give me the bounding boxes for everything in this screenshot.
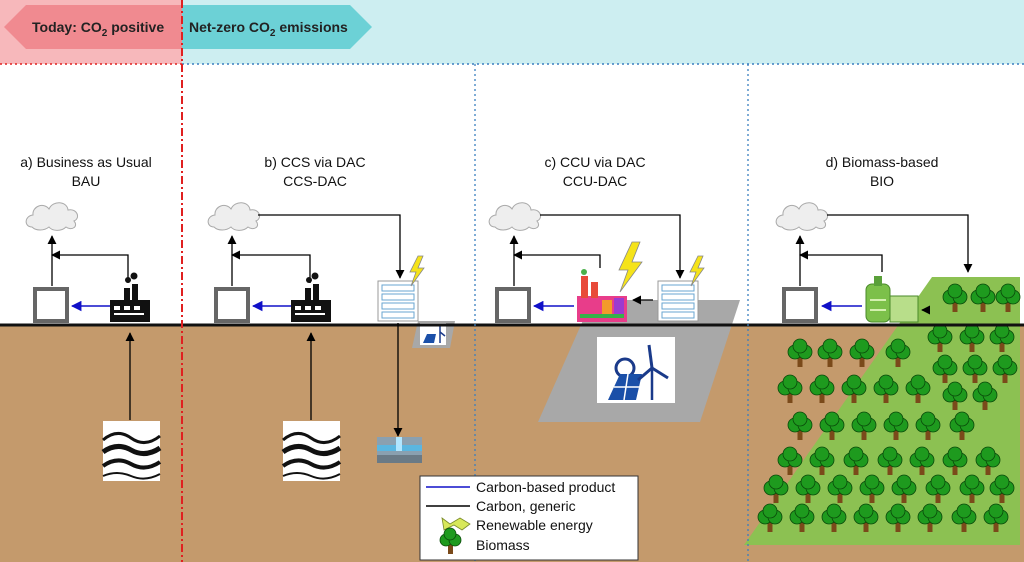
dac-unit-icon: [377, 280, 419, 322]
fossil-reservoir-icon: [101, 421, 162, 481]
solar-wind-icon-small: [420, 323, 446, 345]
scenario-a-code: BAU: [72, 173, 101, 189]
lightning-icon: [441, 517, 471, 531]
chemical-plant-icon: [577, 269, 627, 322]
scenario-c-code: CCU-DAC: [563, 173, 628, 189]
tree-icon: [877, 446, 903, 475]
tree-icon: [817, 338, 843, 367]
tree-icon: [757, 503, 783, 532]
tree-icon: [951, 503, 977, 532]
tree-icon: [942, 283, 968, 312]
tree-icon: [763, 474, 789, 503]
tree-icon: [975, 446, 1001, 475]
dac-unit-icon: [657, 280, 699, 322]
tree-icon: [983, 503, 1009, 532]
tree-icon: [851, 411, 877, 440]
netzero-label: Net-zero CO2 emissions: [189, 19, 348, 39]
tree-icon: [853, 503, 879, 532]
tree-icon: [787, 411, 813, 440]
scenario-a: [25, 202, 162, 481]
tree-icon: [932, 354, 958, 383]
tree-icon: [995, 283, 1021, 312]
storage-reservoir-icon: [377, 437, 422, 463]
legend-item-renewable-energy: Renewable energy: [476, 517, 593, 533]
scenario-d: [775, 202, 973, 323]
tree-icon: [942, 381, 968, 410]
tree-icon: [819, 411, 845, 440]
tree-icon: [992, 354, 1018, 383]
tree-icon: [821, 503, 847, 532]
tree-icon: [789, 503, 815, 532]
tree-icon: [841, 374, 867, 403]
lightning-icon: [689, 255, 705, 287]
tree-icon: [849, 338, 875, 367]
netzero-arrow: [182, 5, 372, 49]
fossil-reservoir-icon: [281, 421, 342, 481]
tree-icon: [885, 338, 911, 367]
scenario-a-title: a) Business as Usual: [20, 154, 152, 170]
product-box-icon: [495, 287, 531, 323]
product-box-icon: [33, 287, 69, 323]
tree-icon: [883, 411, 909, 440]
tree-icon: [885, 503, 911, 532]
legend-item-carbon-product: Carbon-based product: [476, 479, 615, 495]
scenario-b-code: CCS-DAC: [283, 173, 347, 189]
cloud-icon: [488, 202, 542, 231]
tree-icon: [989, 474, 1015, 503]
tree-icon: [843, 446, 869, 475]
scenario-b: [207, 202, 425, 481]
scenario-b-title: b) CCS via DAC: [264, 154, 365, 170]
legend-item-carbon-generic: Carbon, generic: [476, 498, 576, 514]
lightning-icon: [409, 255, 425, 287]
tree-icon: [909, 446, 935, 475]
tree-icon: [927, 323, 953, 352]
tree-icon: [959, 323, 985, 352]
tree-icon: [915, 411, 941, 440]
product-box-icon: [782, 287, 818, 323]
tree-icon: [891, 474, 917, 503]
product-box-icon: [214, 287, 250, 323]
cloud-icon: [775, 202, 829, 231]
tree-icon: [949, 411, 975, 440]
scenario-d-code: BIO: [870, 173, 894, 189]
tree-icon: [905, 374, 931, 403]
factory-icon: [291, 272, 331, 322]
lightning-icon: [618, 241, 643, 293]
tree-icon: [795, 474, 821, 503]
today-label: Today: CO2 positive: [32, 19, 164, 39]
tree-icon: [873, 374, 899, 403]
tree-icon: [777, 446, 803, 475]
tree-icon: [972, 381, 998, 410]
tree-icon: [777, 374, 803, 403]
tree-icon: [809, 446, 835, 475]
biomass-forest: [757, 283, 1021, 532]
legend: Carbon-based product Carbon, generic Ren…: [419, 475, 639, 561]
tree-icon: [959, 474, 985, 503]
biorefinery-icon: [865, 276, 919, 323]
solar-wind-icon-large: [597, 337, 675, 403]
tree-icon: [809, 374, 835, 403]
tree-icon: [942, 446, 968, 475]
tree-icon: [787, 338, 813, 367]
tree-icon: [970, 283, 996, 312]
today-arrow: [4, 5, 182, 49]
cloud-icon: [25, 202, 79, 231]
tree-icon: [439, 527, 462, 554]
tree-icon: [962, 354, 988, 383]
factory-icon: [110, 272, 150, 322]
scenario-c: [488, 202, 705, 323]
tree-icon: [859, 474, 885, 503]
scenario-d-title: d) Biomass-based: [826, 154, 939, 170]
tree-icon: [925, 474, 951, 503]
scenario-c-title: c) CCU via DAC: [544, 154, 645, 170]
tree-icon: [989, 323, 1015, 352]
legend-item-biomass: Biomass: [476, 537, 530, 553]
cloud-icon: [207, 202, 261, 231]
tree-icon: [827, 474, 853, 503]
tree-icon: [917, 503, 943, 532]
